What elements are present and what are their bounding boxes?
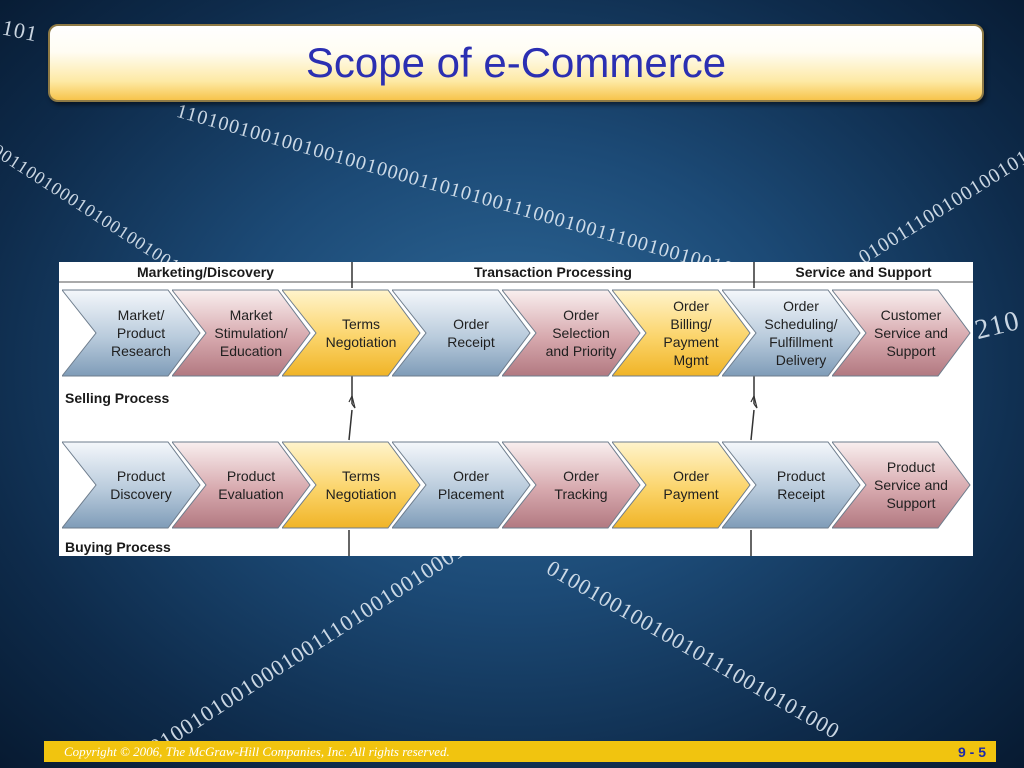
selling-step-label: Order Selection and Priority xyxy=(545,307,617,359)
selling-step-label: Terms Negotiation xyxy=(325,316,397,350)
selling-process-row: Market/ Product Research Market Stimulati… xyxy=(59,288,973,378)
buying-chevron-shape xyxy=(722,441,861,529)
selling-step-label: Order Receipt xyxy=(447,316,495,350)
buying-chevron-shape xyxy=(832,441,971,529)
buying-step-5: Order Tracking xyxy=(502,440,642,530)
buying-step-label: Product Receipt xyxy=(776,468,826,502)
buying-chevron-shape xyxy=(392,441,531,529)
buying-chevron-shape xyxy=(172,441,311,529)
buying-chevron-shape xyxy=(282,441,421,529)
selling-process-label: Selling Process xyxy=(65,390,170,406)
selling-chevron-shape xyxy=(502,289,641,377)
buying-process-row: Product Discovery Product Evaluation Terms… xyxy=(59,440,973,530)
phase-header-marketing: Marketing/Discovery xyxy=(137,264,274,280)
buying-step-1: Product Discovery xyxy=(62,440,202,530)
buying-step-2: Product Evaluation xyxy=(172,440,312,530)
selling-step-5: Order Selection and Priority xyxy=(502,288,642,378)
buying-step-3: Terms Negotiation xyxy=(282,440,422,530)
binary-text-topleft: 101 xyxy=(0,14,41,47)
selling-chevron-shape xyxy=(62,289,201,377)
buying-step-label: Product Service and Support xyxy=(874,459,948,511)
selling-step-4: Order Receipt xyxy=(392,288,532,378)
phase-header-service: Service and Support xyxy=(795,264,932,280)
buying-process-label: Buying Process xyxy=(65,539,171,555)
buying-chevron-shape xyxy=(62,441,201,529)
buying-step-label: Product Discovery xyxy=(110,468,172,502)
buying-step-8: Product Service and Support xyxy=(832,440,972,530)
selling-step-7: Order Scheduling/ Fulfillment Delivery xyxy=(722,288,862,378)
buying-step-6: Order Payment xyxy=(612,440,752,530)
buying-step-label: Order Payment xyxy=(663,468,719,502)
ecommerce-scope-diagram: Marketing/Discovery Transaction Processi… xyxy=(59,262,973,556)
buying-chevron-shape xyxy=(502,441,641,529)
selling-step-6: Order Billing/ Payment Mgmt xyxy=(612,288,752,378)
slide-title: Scope of e-Commerce xyxy=(305,39,727,86)
selling-step-label: Market/ Product Research xyxy=(111,307,171,359)
selling-chevron-shape xyxy=(722,289,861,377)
binary-text-bottom-left: 10100101001000100111010010010001 xyxy=(135,536,470,766)
buying-step-label: Product Evaluation xyxy=(218,468,284,502)
buying-step-4: Order Placement xyxy=(392,440,532,530)
selling-step-label: Market Stimulation/ Education xyxy=(214,307,288,359)
page-number: 9 - 5 xyxy=(957,743,986,760)
selling-step-3: Terms Negotiation xyxy=(282,288,422,378)
selling-chevron-shape xyxy=(612,289,751,377)
copyright-text: Copyright © 2006, The McGraw-Hill Compan… xyxy=(64,743,450,759)
buying-step-label: Order Placement xyxy=(437,468,505,502)
selling-step-label: Order Billing/ Payment Mgmt xyxy=(663,298,719,368)
selling-step-label: Order Scheduling/ Fulfillment Delivery xyxy=(764,298,838,368)
phase-header-transaction: Transaction Processing xyxy=(474,264,632,280)
selling-chevron-shape xyxy=(282,289,421,377)
selling-chevron-shape xyxy=(832,289,971,377)
buying-step-label: Order Tracking xyxy=(554,468,608,502)
diagram-lines xyxy=(59,262,973,556)
selling-step-label: Customer Service and Support xyxy=(874,307,948,359)
buying-step-7: Product Receipt xyxy=(722,440,862,530)
selling-chevron-shape xyxy=(172,289,311,377)
selling-step-1: Market/ Product Research xyxy=(62,288,202,378)
selling-step-8: Customer Service and Support xyxy=(832,288,972,378)
selling-step-2: Market Stimulation/ Education xyxy=(172,288,312,378)
buying-step-label: Terms Negotiation xyxy=(325,468,397,502)
binary-text-right-edge: 210 xyxy=(971,305,1023,346)
binary-text-bottom-right: 0100100100100101110010101000 xyxy=(542,555,845,744)
buying-chevron-shape xyxy=(612,441,751,529)
selling-chevron-shape xyxy=(392,289,531,377)
title-banner: Scope of e-Commerce xyxy=(48,24,984,102)
binary-text-right-upper: 010011100100100101001 xyxy=(855,128,1024,269)
footer-bar: Copyright © 2006, The McGraw-Hill Compan… xyxy=(44,741,996,762)
